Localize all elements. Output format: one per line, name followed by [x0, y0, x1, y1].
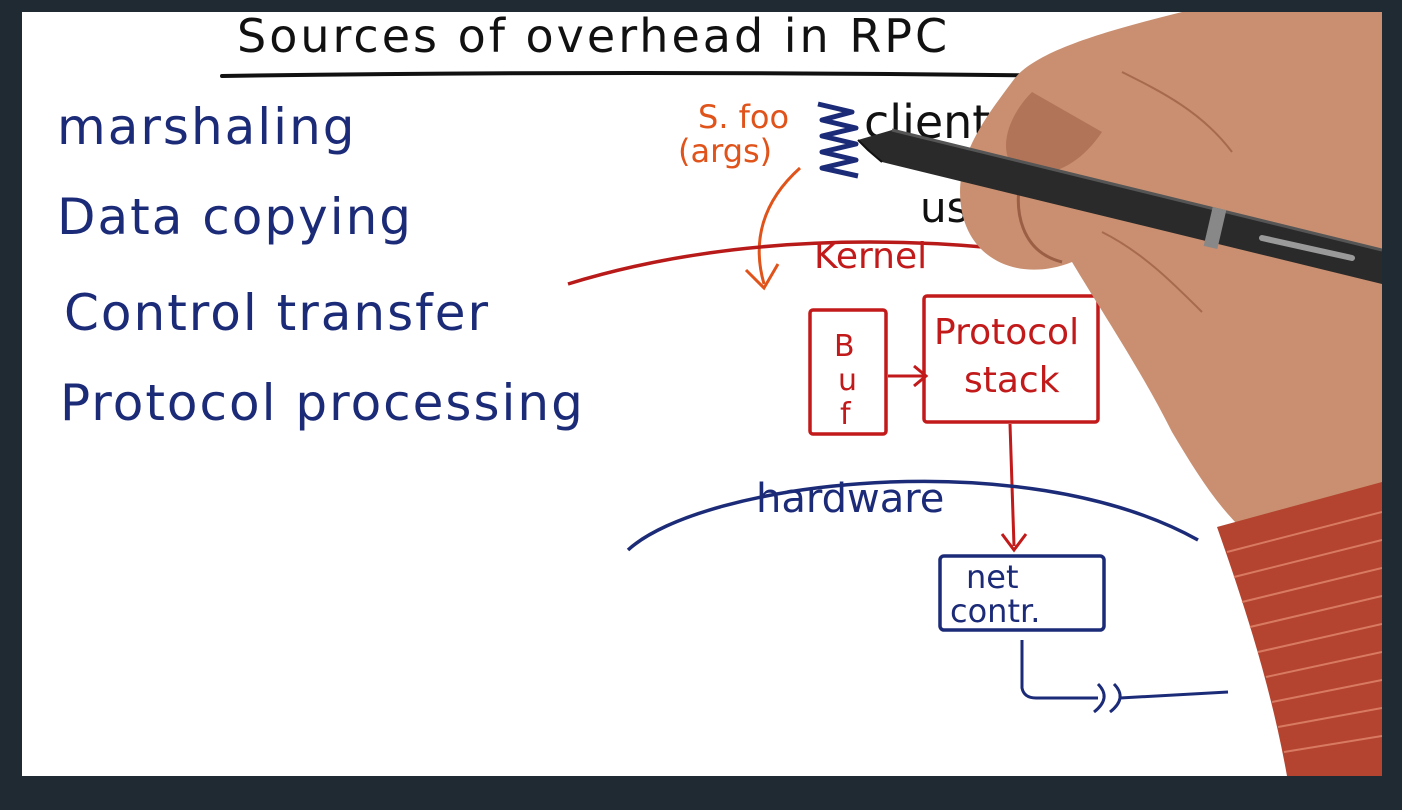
protocol-stack-label-1: Protocol: [934, 312, 1079, 353]
network-controller-label-1: net: [966, 558, 1019, 596]
hardware-label: hardware: [756, 476, 944, 522]
call-function-args: (args): [678, 132, 772, 170]
network-wire: [1020, 640, 1098, 700]
buffer-to-stack-arrowhead: [913, 364, 929, 388]
list-item-marshaling: marshaling: [57, 98, 357, 156]
call-flow-arrowhead: [744, 263, 780, 291]
buffer-letter-b: B: [834, 329, 855, 364]
title-underline: [220, 71, 1072, 78]
buffer-letter-f: f: [840, 397, 852, 432]
presenter-hand-illustration: [960, 12, 1382, 776]
kernel-buffer-box: [808, 308, 888, 436]
list-item-control-transfer: Control transfer: [64, 284, 490, 342]
buffer-letter-u: u: [838, 363, 857, 398]
protocol-stack-label-2: stack: [964, 360, 1060, 401]
list-item-data-copying: Data copying: [57, 188, 413, 246]
marker-pen-illustration: [857, 128, 1382, 284]
network-wire-continued: [1119, 690, 1229, 700]
client-stub-squiggle: [817, 101, 859, 179]
call-function-name: S. foo: [698, 98, 789, 136]
stack-to-nic-arrowhead: [1000, 533, 1028, 553]
network-controller-box: [938, 554, 1106, 632]
diagram-title: Sources of overhead in RPC: [237, 12, 950, 63]
network-controller-label-2: contr.: [950, 592, 1040, 630]
protocol-stack-box: [922, 294, 1100, 424]
kernel-label: Kernel: [814, 236, 927, 277]
call-flow-arrow: [757, 166, 802, 285]
diagram-canvas: Sources of overhead in RPC marshaling Da…: [57, 12, 1382, 776]
whiteboard: Sources of overhead in RPC marshaling Da…: [22, 12, 1382, 776]
list-item-protocol-processing: Protocol processing: [60, 374, 585, 432]
kernel-hardware-boundary: [626, 479, 1199, 552]
